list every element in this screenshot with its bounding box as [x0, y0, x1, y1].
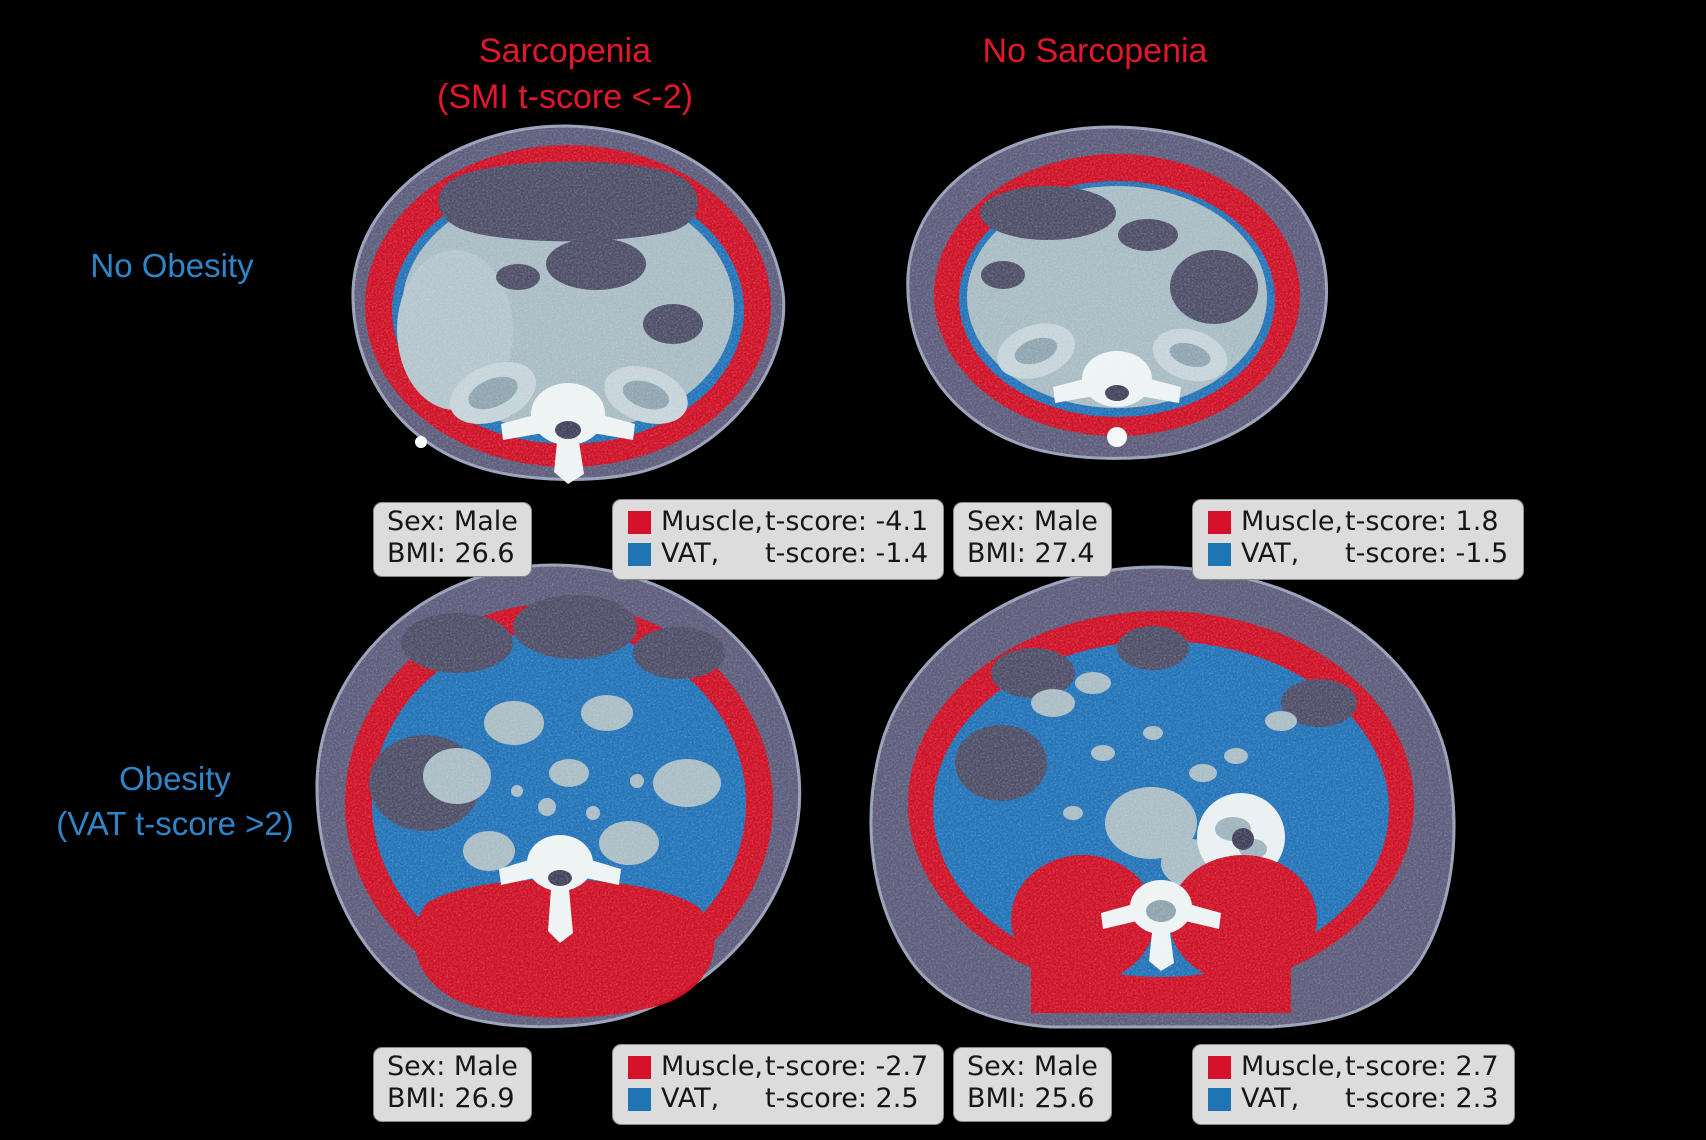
- column-header-no-sarcopenia-line1: No Sarcopenia: [982, 32, 1208, 70]
- row-header-no-obesity: No Obesity: [27, 244, 317, 289]
- vat-name: VAT,: [1241, 538, 1300, 570]
- tscore-legend-no-sarcopenia-no-obesity: Muscle, t-score: 1.8 VAT, t-score: -1.5: [1192, 499, 1525, 580]
- column-header-sarcopenia-line2: (SMI t-score <-2): [437, 78, 693, 117]
- vat-tscore-value: t-score: -1.5: [1345, 538, 1509, 570]
- vat-swatch-icon: [1208, 543, 1231, 567]
- demographics-box-sarcopenia-obesity: Sex: Male BMI: 26.9: [373, 1047, 532, 1122]
- column-header-sarcopenia-line1: Sarcopenia: [478, 32, 651, 70]
- vat-tscore-value: t-score: 2.5: [765, 1083, 919, 1115]
- muscle-legend-row: Muscle, t-score: 1.8: [1208, 506, 1508, 538]
- vat-swatch-icon: [628, 1088, 651, 1112]
- muscle-legend-row: Muscle, t-score: 2.7: [1208, 1051, 1499, 1083]
- ct-noise-texture: [907, 126, 1327, 459]
- bmi-label: BMI: 26.6: [387, 538, 515, 570]
- demographics-box-no-sarcopenia-obesity: Sex: Male BMI: 25.6: [953, 1047, 1112, 1122]
- ct-noise-texture: [352, 125, 784, 480]
- bmi-label: BMI: 27.4: [967, 538, 1095, 570]
- muscle-swatch-icon: [1208, 510, 1231, 534]
- vat-legend-row: VAT, t-score: -1.5: [1208, 538, 1508, 570]
- vat-tscore-value: t-score: -1.4: [765, 538, 929, 570]
- demographics-box-sarcopenia-no-obesity: Sex: Male BMI: 26.6: [373, 502, 532, 577]
- muscle-legend-row: Muscle, t-score: -4.1: [628, 506, 928, 538]
- tscore-legend-no-sarcopenia-obesity: Muscle, t-score: 2.7 VAT, t-score: 2.3: [1192, 1044, 1515, 1125]
- ct-noise-texture: [316, 564, 800, 1027]
- muscle-legend-row: Muscle, t-score: -2.7: [628, 1051, 928, 1083]
- tscore-legend-sarcopenia-obesity: Muscle, t-score: -2.7 VAT, t-score: 2.5: [612, 1044, 945, 1125]
- row-header-no-obesity-line1: No Obesity: [90, 247, 254, 284]
- sex-label: Sex: Male: [967, 506, 1098, 537]
- muscle-name: Muscle,: [661, 1051, 764, 1082]
- ct-noise-texture: [871, 566, 1455, 1028]
- muscle-tscore-value: t-score: 2.7: [1345, 1051, 1499, 1082]
- vat-name: VAT,: [1241, 1083, 1300, 1115]
- muscle-name: Muscle,: [661, 506, 764, 537]
- ct-image-no-sarcopenia-no-obesity: [906, 125, 1329, 460]
- vat-legend-row: VAT, t-score: 2.5: [628, 1083, 928, 1115]
- vat-tscore-value: t-score: 2.3: [1345, 1083, 1499, 1115]
- vat-name: VAT,: [661, 1083, 720, 1115]
- vat-name: VAT,: [661, 538, 720, 570]
- row-header-obesity-line2: (VAT t-score >2): [56, 804, 294, 842]
- row-header-obesity: Obesity (VAT t-score >2): [10, 757, 340, 847]
- ct-image-sarcopenia-no-obesity: [351, 124, 786, 484]
- vat-swatch-icon: [1208, 1088, 1231, 1112]
- column-header-no-sarcopenia: No Sarcopenia: [880, 28, 1310, 74]
- ct-image-sarcopenia-obesity: [315, 563, 802, 1029]
- sex-label: Sex: Male: [387, 1051, 518, 1082]
- tscore-legend-sarcopenia-no-obesity: Muscle, t-score: -4.1 VAT, t-score: -1.4: [612, 499, 945, 580]
- bmi-label: BMI: 26.9: [387, 1083, 515, 1115]
- muscle-swatch-icon: [1208, 1055, 1231, 1079]
- vat-legend-row: VAT, t-score: -1.4: [628, 538, 928, 570]
- muscle-swatch-icon: [628, 510, 651, 534]
- muscle-tscore-value: t-score: -2.7: [765, 1051, 929, 1082]
- sex-label: Sex: Male: [967, 1051, 1098, 1082]
- muscle-name: Muscle,: [1241, 506, 1344, 537]
- muscle-swatch-icon: [628, 1055, 651, 1079]
- muscle-tscore-value: t-score: 1.8: [1345, 506, 1499, 537]
- sex-label: Sex: Male: [387, 506, 518, 537]
- bmi-label: BMI: 25.6: [967, 1083, 1095, 1115]
- vat-legend-row: VAT, t-score: 2.3: [1208, 1083, 1499, 1115]
- column-header-sarcopenia: Sarcopenia (SMI t-score <-2): [340, 28, 790, 120]
- muscle-name: Muscle,: [1241, 1051, 1344, 1082]
- muscle-tscore-value: t-score: -4.1: [765, 506, 929, 537]
- row-header-obesity-line1: Obesity: [119, 760, 231, 797]
- demographics-box-no-sarcopenia-no-obesity: Sex: Male BMI: 27.4: [953, 502, 1112, 577]
- vat-swatch-icon: [628, 543, 651, 567]
- ct-image-no-sarcopenia-obesity: [869, 565, 1456, 1029]
